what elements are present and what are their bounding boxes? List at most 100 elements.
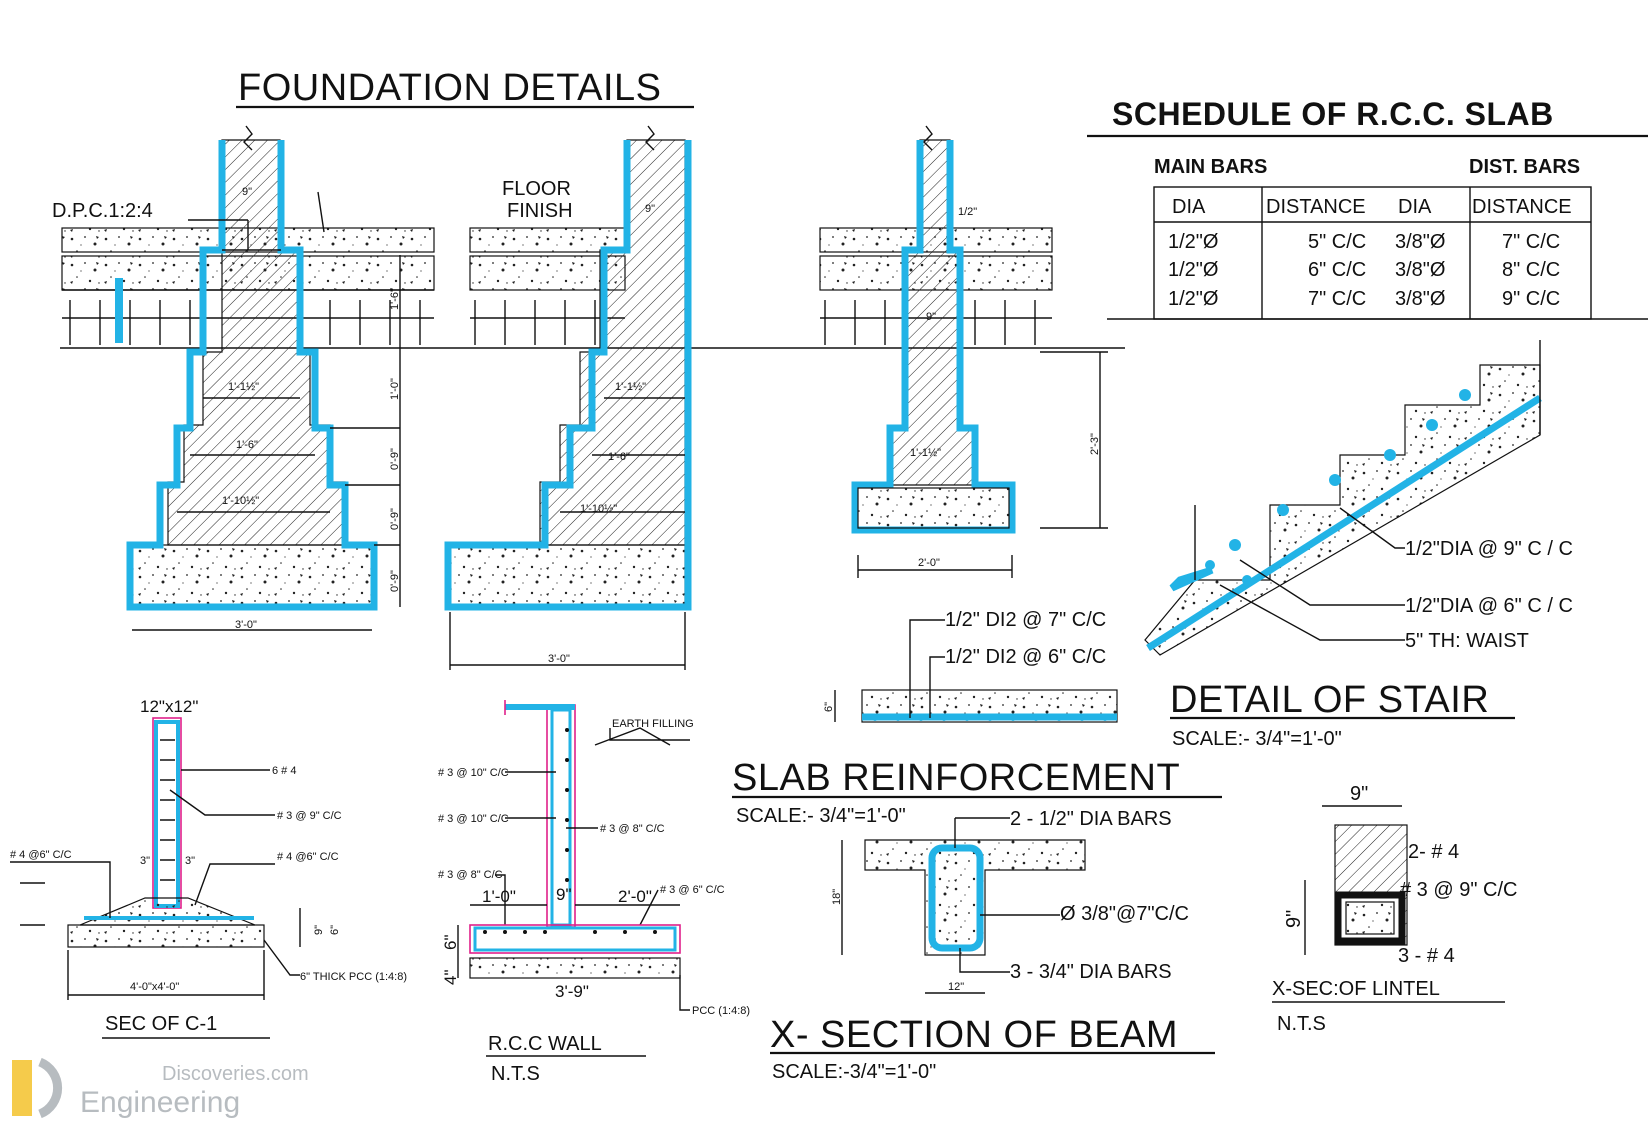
svg-text:DISTANCE: DISTANCE <box>1266 196 1366 218</box>
svg-text:12"x12": 12"x12" <box>140 697 198 716</box>
svg-text:1/2" DI2 @ 6" C/C: 1/2" DI2 @ 6" C/C <box>945 646 1106 668</box>
svg-text:0'-9": 0'-9" <box>389 508 401 530</box>
svg-text:3/8"Ø: 3/8"Ø <box>1395 259 1445 281</box>
svg-text:1/2"Ø: 1/2"Ø <box>1168 259 1218 281</box>
svg-text:4'-0"x4'-0": 4'-0"x4'-0" <box>130 981 179 993</box>
svg-text:# 4 @6" C/C: # 4 @6" C/C <box>277 851 339 863</box>
svg-text:4": 4" <box>441 970 460 986</box>
svg-text:N.T.S: N.T.S <box>491 1063 540 1085</box>
svg-text:3'-9": 3'-9" <box>555 982 589 1001</box>
svg-text:# 3 @ 8" C/C: # 3 @ 8" C/C <box>438 869 503 881</box>
stair-detail: 1/2"DIA @ 9" C / C 1/2"DIA @ 6" C / C 5"… <box>1144 340 1573 750</box>
svg-text:1/2"Ø: 1/2"Ø <box>1168 288 1218 310</box>
svg-text:6 # 4: 6 # 4 <box>272 765 296 777</box>
svg-text:9": 9" <box>1350 783 1368 805</box>
svg-text:PCC (1:4:8): PCC (1:4:8) <box>692 1005 750 1017</box>
svg-text:9": 9" <box>313 925 325 935</box>
svg-text:Discoveries.com: Discoveries.com <box>162 1063 309 1085</box>
svg-text:DIA: DIA <box>1172 196 1206 218</box>
svg-text:1/2"DIA @ 6" C / C: 1/2"DIA @ 6" C / C <box>1405 595 1573 617</box>
foundation-title: FOUNDATION DETAILS <box>238 67 662 109</box>
footing-1: 9" 1'-1½" 1'-6" 1'-10½" 3'-0" 1'-6" 1'-0… <box>52 125 401 631</box>
foundation-details-group: FOUNDATION DETAILS 9" 1'-1½" 1'-6" 1'-10… <box>52 67 1125 670</box>
svg-text:2'-0": 2'-0" <box>618 887 652 906</box>
svg-text:12": 12" <box>948 981 964 993</box>
svg-text:8" C/C: 8" C/C <box>1502 259 1560 281</box>
svg-text:18": 18" <box>831 889 843 905</box>
svg-text:# 3 @ 10" C/C: # 3 @ 10" C/C <box>438 813 509 825</box>
svg-text:3 - # 4: 3 - # 4 <box>1398 945 1455 967</box>
svg-text:FINISH: FINISH <box>507 200 573 222</box>
svg-text:Ø 3/8"@7"C/C: Ø 3/8"@7"C/C <box>1060 903 1189 925</box>
stair-title: DETAIL OF STAIR <box>1170 679 1489 721</box>
schedule-title: SCHEDULE OF R.C.C. SLAB <box>1112 96 1554 132</box>
svg-text:9": 9" <box>1283 910 1305 928</box>
svg-text:1'-10½": 1'-10½" <box>580 503 617 515</box>
svg-text:MAIN BARS: MAIN BARS <box>1154 156 1267 178</box>
wall-title: R.C.C WALL <box>488 1033 602 1055</box>
svg-text:7" C/C: 7" C/C <box>1308 288 1366 310</box>
footing-3: 1/2" 9" 1'-1½" 2'-0" 2'-3" <box>851 125 1108 578</box>
svg-text:FLOOR: FLOOR <box>502 178 571 200</box>
svg-text:# 3 @ 9" C/C: # 3 @ 9" C/C <box>277 810 342 822</box>
beam-title: X- SECTION OF BEAM <box>770 1014 1178 1056</box>
svg-text:0'-9": 0'-9" <box>389 448 401 470</box>
svg-text:6": 6" <box>823 702 835 712</box>
svg-text:9": 9" <box>645 203 655 215</box>
svg-text:EARTH FILLING: EARTH FILLING <box>612 718 694 730</box>
svg-text:DISTANCE: DISTANCE <box>1472 196 1572 218</box>
slab-schedule: SCHEDULE OF R.C.C. SLAB MAIN BARS DIST. … <box>1087 96 1648 320</box>
svg-text:2- # 4: 2- # 4 <box>1408 841 1459 863</box>
column-section: 12"x12" 6 # 4 # 3 @ 9" C/C # 4 @6" C/C #… <box>10 697 407 1039</box>
svg-text:3'-0": 3'-0" <box>548 653 570 665</box>
svg-text:1'-6": 1'-6" <box>608 451 630 463</box>
slab-reinforcement: 1/2" DI2 @ 7" C/C 1/2" DI2 @ 6" C/C 6" S… <box>732 609 1222 827</box>
svg-text:Engineering: Engineering <box>80 1086 240 1119</box>
slab-title: SLAB REINFORCEMENT <box>732 757 1180 799</box>
svg-text:3 - 3/4" DIA BARS: 3 - 3/4" DIA BARS <box>1010 961 1172 983</box>
svg-text:# 3 @ 8" C/C: # 3 @ 8" C/C <box>600 823 665 835</box>
svg-text:SCALE:- 3/4"=1'-0": SCALE:- 3/4"=1'-0" <box>736 805 906 827</box>
svg-text:6" THICK PCC (1:4:8): 6" THICK PCC (1:4:8) <box>300 971 407 983</box>
svg-text:0'-9": 0'-9" <box>389 570 401 592</box>
svg-text:9": 9" <box>556 885 572 904</box>
svg-text:6": 6" <box>441 935 460 951</box>
svg-text:1'-6": 1'-6" <box>389 288 401 310</box>
watermark-logo: Discoveries.com Engineering <box>12 1057 309 1119</box>
svg-text:1/2": 1/2" <box>958 206 977 218</box>
svg-text:3/8"Ø: 3/8"Ø <box>1395 288 1445 310</box>
svg-text:1/2"Ø: 1/2"Ø <box>1168 231 1218 253</box>
svg-text:2'-3": 2'-3" <box>1089 433 1101 455</box>
svg-text:3'-0": 3'-0" <box>235 619 257 631</box>
svg-text:# 4 @6" C/C: # 4 @6" C/C <box>10 849 72 861</box>
svg-text:5" TH: WAIST: 5" TH: WAIST <box>1405 630 1529 652</box>
svg-text:9" C/C: 9" C/C <box>1502 288 1560 310</box>
svg-text:2 - 1/2" DIA BARS: 2 - 1/2" DIA BARS <box>1010 808 1172 830</box>
svg-text:1'-0": 1'-0" <box>389 378 401 400</box>
dpc-label: D.P.C.1:2:4 <box>52 200 153 222</box>
svg-text:3": 3" <box>185 855 195 867</box>
svg-text:9": 9" <box>242 186 252 198</box>
svg-text:1'-1½": 1'-1½" <box>910 447 941 459</box>
svg-text:SCALE:- 3/4"=1'-0": SCALE:- 3/4"=1'-0" <box>1172 728 1342 750</box>
svg-text:1/2"DIA @ 9" C / C: 1/2"DIA @ 9" C / C <box>1405 538 1573 560</box>
svg-text:N.T.S: N.T.S <box>1277 1013 1326 1035</box>
footing-2: FLOOR FINISH 9" 1'-1½" 1'-6" 1'-10½" 3'-… <box>444 125 692 670</box>
svg-text:1/2" DI2 @ 7" C/C: 1/2" DI2 @ 7" C/C <box>945 609 1106 631</box>
svg-text:1'-6": 1'-6" <box>236 439 258 451</box>
svg-text:2'-0": 2'-0" <box>918 557 940 569</box>
lintel-title: X-SEC:OF LINTEL <box>1272 978 1440 1000</box>
svg-text:6": 6" <box>329 925 341 935</box>
svg-text:1'-1½": 1'-1½" <box>615 381 646 393</box>
svg-text:# 3 @ 9" C/C: # 3 @ 9" C/C <box>1400 879 1517 901</box>
svg-text:3": 3" <box>140 855 150 867</box>
rcc-wall-section: EARTH FILLING # 3 @ 10" C/C # 3 @ 10" C/… <box>438 700 750 1085</box>
svg-text:1'-1½": 1'-1½" <box>228 381 259 393</box>
svg-text:# 3 @ 10" C/C: # 3 @ 10" C/C <box>438 767 509 779</box>
svg-text:1'-10½": 1'-10½" <box>222 495 259 507</box>
lintel-section: 9" 2- # 4 # 3 @ 9" C/C 3 - # 4 9" X-SEC:… <box>1272 783 1517 1035</box>
stair-main-bar <box>1146 395 1542 651</box>
svg-text:3/8"Ø: 3/8"Ø <box>1395 231 1445 253</box>
column-title: SEC OF C-1 <box>105 1013 217 1035</box>
